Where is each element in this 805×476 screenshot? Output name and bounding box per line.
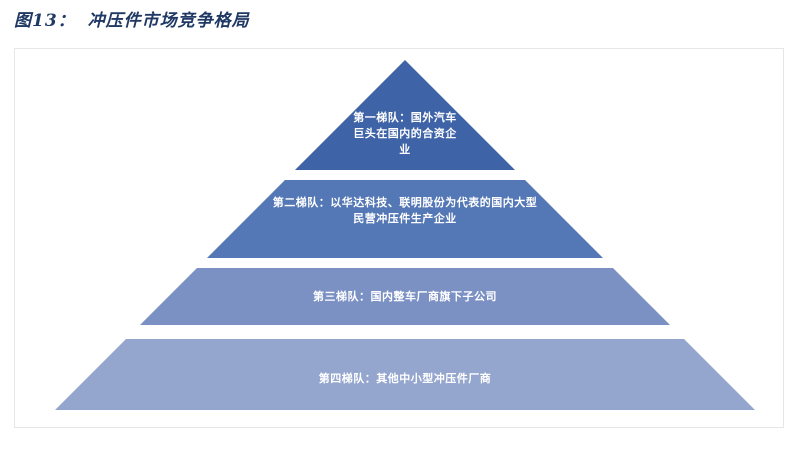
figure-panel: 第一梯队：国外汽车 巨头在国内的合资企 业 第二梯队：以华达科技、联明股份为代表…	[14, 48, 784, 428]
figure-title: 图13： 冲压件市场竞争格局	[14, 6, 250, 31]
pyramid-diagram: 第一梯队：国外汽车 巨头在国内的合资企 业 第二梯队：以华达科技、联明股份为代表…	[45, 60, 765, 412]
pyramid-tier-4-label: 第四梯队：其他中小型冲压件厂商	[318, 373, 492, 385]
figure-number-label: 图13：	[14, 11, 76, 31]
pyramid-tier-3-label: 第三梯队：国内整车厂商旗下子公司	[313, 291, 497, 303]
pyramid-tier-4	[55, 338, 755, 410]
pyramid-tier-2	[207, 179, 603, 258]
pyramid-tier-3	[139, 267, 671, 325]
figure-title-text: 冲压件市场竞争格局	[87, 11, 250, 31]
pyramid-tier-2-label: 第二梯队：以华达科技、联明股份为代表的国内大型 民营冲压件生产企业	[272, 197, 538, 225]
pyramid-tier-1-label: 第一梯队：国外汽车 巨头在国内的合资企 业	[353, 112, 457, 156]
